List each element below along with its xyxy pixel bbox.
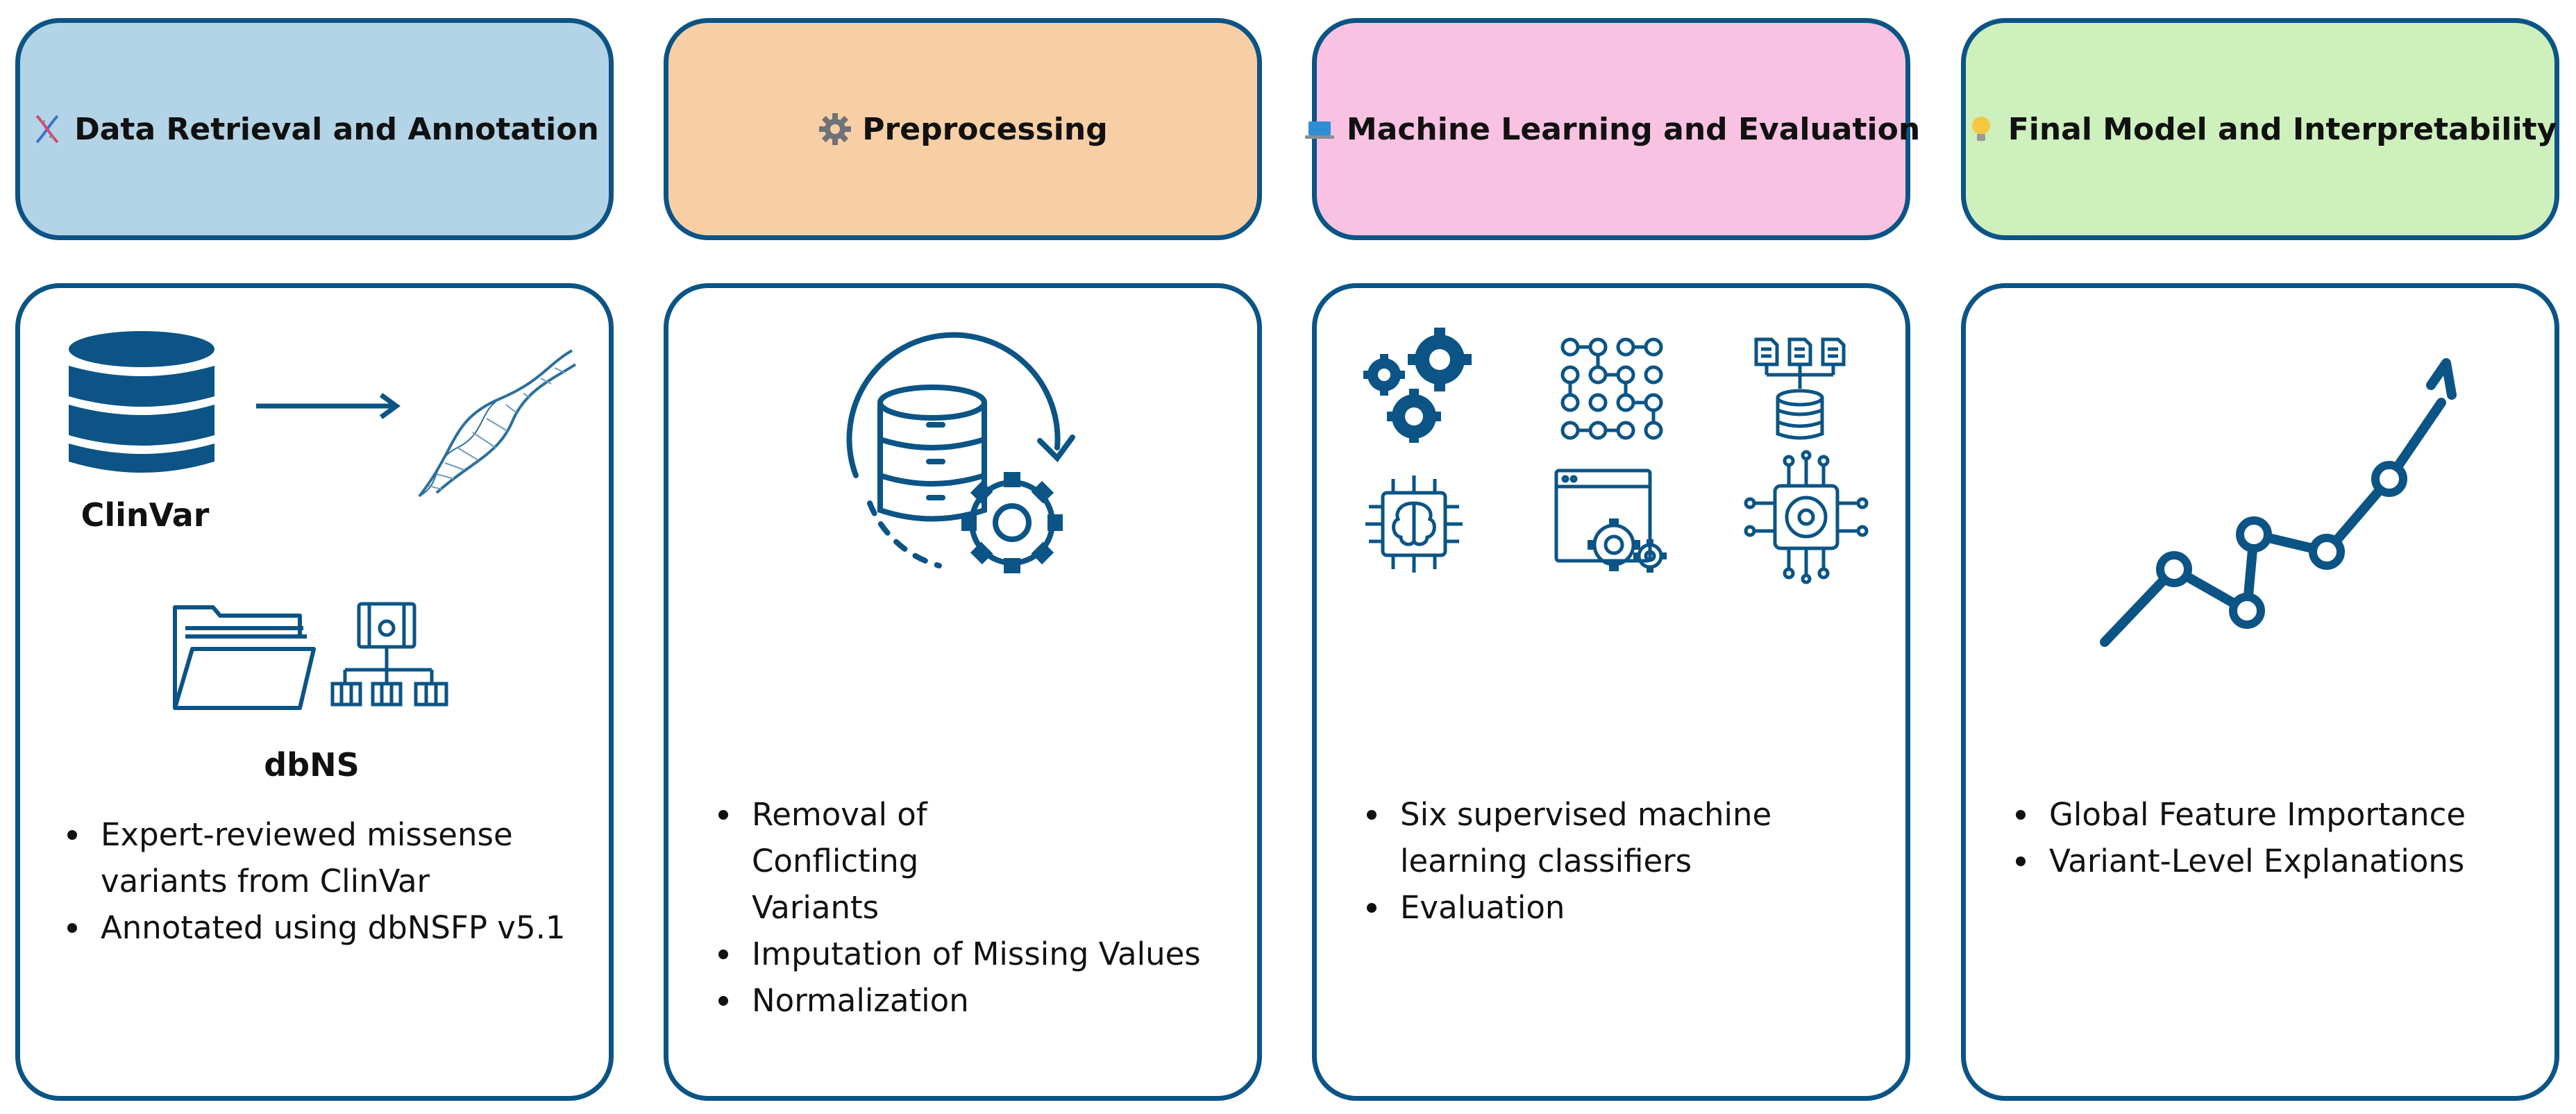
stage-title: Final Model and Interpretability bbox=[2007, 111, 2557, 147]
stage-machine-learning: Machine Learning and Evaluation bbox=[1304, 0, 1920, 1114]
arrow-right-icon bbox=[256, 393, 401, 419]
ai-circuit-icon bbox=[1744, 450, 1869, 584]
bullet-item: Six supervised machine learning classifi… bbox=[1358, 791, 1789, 884]
bullets-preprocessing: Removal of Conflicting Variants Imputati… bbox=[710, 791, 1238, 1024]
folder-icon bbox=[173, 605, 316, 710]
bullet-item: Variant-Level Explanations bbox=[2007, 838, 2535, 884]
settings-window-icon bbox=[1554, 469, 1667, 573]
card-preprocessing: Removal of Conflicting Variants Imputati… bbox=[664, 283, 1262, 1101]
dna-icon bbox=[35, 115, 59, 144]
dbns-label: dbNS bbox=[264, 746, 360, 784]
gears-icon bbox=[1363, 328, 1472, 443]
card-data-retrieval: ClinVar dbNS bbox=[15, 283, 614, 1101]
bullet-item: Annotated using dbNSFP v5.1 bbox=[59, 904, 587, 951]
gear-icon bbox=[819, 113, 852, 145]
neural-network-icon bbox=[1560, 337, 1663, 440]
hierarchy-icon bbox=[330, 602, 448, 707]
dna-helix-icon bbox=[418, 349, 577, 498]
header-preprocessing: Preprocessing bbox=[664, 18, 1262, 240]
lightbulb-icon bbox=[1971, 117, 1990, 141]
clinvar-label: ClinVar bbox=[81, 496, 210, 534]
bullet-item: Expert-reviewed missense variants from C… bbox=[59, 811, 587, 904]
stage-title: Data Retrieval and Annotation bbox=[74, 111, 599, 147]
bullet-item: Imputation of Missing Values bbox=[710, 931, 1238, 977]
trend-chart-icon bbox=[2100, 358, 2457, 647]
bullets-machine-learning: Six supervised machine learning classifi… bbox=[1358, 791, 1886, 931]
bullet-item: Removal of Conflicting Variants bbox=[710, 791, 1002, 931]
bullets-data-retrieval: Expert-reviewed missense variants from C… bbox=[59, 811, 587, 951]
laptop-icon bbox=[1304, 121, 1334, 139]
bullet-item: Global Feature Importance bbox=[2007, 791, 2535, 838]
stage-data-retrieval: Data Retrieval and Annotation bbox=[15, 0, 614, 1114]
header-machine-learning: Machine Learning and Evaluation bbox=[1304, 18, 1920, 240]
stage-preprocessing: Preprocessing bbox=[664, 0, 1262, 1114]
header-data-retrieval: Data Retrieval and Annotation bbox=[15, 18, 614, 240]
database-icon bbox=[69, 331, 214, 473]
documents-database-icon bbox=[1754, 337, 1846, 440]
header-final-model: Final Model and Interpretability bbox=[1961, 18, 2559, 240]
bullets-final-model: Global Feature Importance Variant-Level … bbox=[2007, 791, 2535, 884]
stage-title: Machine Learning and Evaluation bbox=[1346, 111, 1921, 147]
stage-title: Preprocessing bbox=[862, 111, 1108, 147]
bullet-item: Evaluation bbox=[1358, 884, 1886, 931]
card-final-model: Global Feature Importance Variant-Level … bbox=[1961, 283, 2559, 1101]
brain-chip-icon bbox=[1365, 475, 1463, 573]
stage-final-model: Final Model and Interpretability Global … bbox=[1961, 0, 2559, 1114]
database-sync-icon bbox=[846, 332, 1075, 573]
card-machine-learning: Six supervised machine learning classifi… bbox=[1312, 283, 1910, 1101]
bullet-item: Normalization bbox=[710, 977, 1238, 1024]
